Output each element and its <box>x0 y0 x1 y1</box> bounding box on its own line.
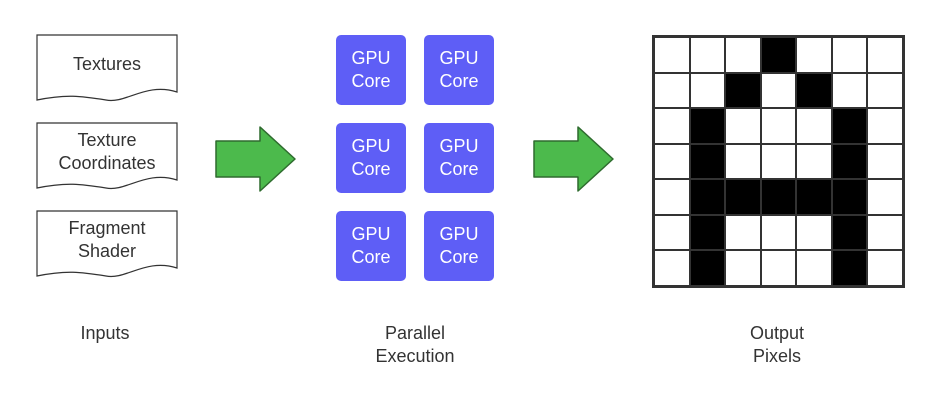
right-arrow-icon <box>533 126 614 192</box>
gpu-core: GPU Core <box>336 211 406 281</box>
gpu-core: GPU Core <box>336 123 406 193</box>
pixel-empty <box>654 250 690 286</box>
gpu-core: GPU Core <box>424 35 494 105</box>
pixel-empty <box>725 143 761 179</box>
input-doc-label: Texture Coordinates <box>58 130 156 173</box>
pixel-empty <box>796 143 832 179</box>
input-doc-fragment-shader: Fragment Shader <box>36 210 178 282</box>
pixel-empty <box>654 143 690 179</box>
pixel-empty <box>796 250 832 286</box>
input-doc-texture-coordinates: Texture Coordinates <box>36 122 178 194</box>
pixel-empty <box>689 72 725 108</box>
pixel-empty <box>760 108 796 144</box>
pixel-empty <box>867 72 903 108</box>
pixel-filled <box>760 37 796 73</box>
pixel-empty <box>796 108 832 144</box>
pixel-empty <box>867 250 903 286</box>
pixel-filled <box>689 108 725 144</box>
parallel-execution-caption: Parallel Execution <box>375 323 455 366</box>
pixel-empty <box>831 37 867 73</box>
pixel-empty <box>867 108 903 144</box>
pixel-filled <box>796 179 832 215</box>
pixel-empty <box>725 214 761 250</box>
document-shape-icon <box>36 122 178 190</box>
input-doc-label: Textures <box>72 53 142 74</box>
pixel-empty <box>867 143 903 179</box>
right-arrow-icon <box>215 126 296 192</box>
pixel-filled <box>689 250 725 286</box>
inputs-caption: Inputs <box>80 323 130 343</box>
pixel-empty <box>689 37 725 73</box>
pixel-empty <box>760 72 796 108</box>
pixel-filled <box>689 214 725 250</box>
output-pixel-grid <box>652 35 905 288</box>
pixel-empty <box>760 143 796 179</box>
pixel-filled <box>831 214 867 250</box>
pixel-empty <box>654 179 690 215</box>
pixel-filled <box>831 108 867 144</box>
pixel-empty <box>831 72 867 108</box>
pixel-filled <box>831 143 867 179</box>
output-pixels-caption: Output Pixels <box>749 323 805 366</box>
pixel-empty <box>654 72 690 108</box>
pixel-filled <box>725 72 761 108</box>
pixel-empty <box>725 108 761 144</box>
pixel-empty <box>796 37 832 73</box>
pixel-empty <box>654 214 690 250</box>
pixel-empty <box>654 108 690 144</box>
pixel-empty <box>867 179 903 215</box>
gpu-core: GPU Core <box>336 35 406 105</box>
input-doc-label: Fragment Shader <box>68 218 146 261</box>
pixel-filled <box>689 179 725 215</box>
pixel-empty <box>725 37 761 73</box>
pixel-filled <box>760 179 796 215</box>
pixel-filled <box>725 179 761 215</box>
pixel-empty <box>796 214 832 250</box>
pixel-empty <box>725 250 761 286</box>
input-doc-textures: Textures <box>36 34 178 106</box>
pixel-filled <box>796 72 832 108</box>
pixel-filled <box>831 250 867 286</box>
pixel-empty <box>867 214 903 250</box>
pixel-empty <box>654 37 690 73</box>
pixel-filled <box>831 179 867 215</box>
pixel-empty <box>760 250 796 286</box>
pixel-empty <box>760 214 796 250</box>
document-shape-icon <box>36 34 178 102</box>
pixel-empty <box>867 37 903 73</box>
pixel-filled <box>689 143 725 179</box>
gpu-core: GPU Core <box>424 123 494 193</box>
document-shape-icon <box>36 210 178 278</box>
gpu-core: GPU Core <box>424 211 494 281</box>
